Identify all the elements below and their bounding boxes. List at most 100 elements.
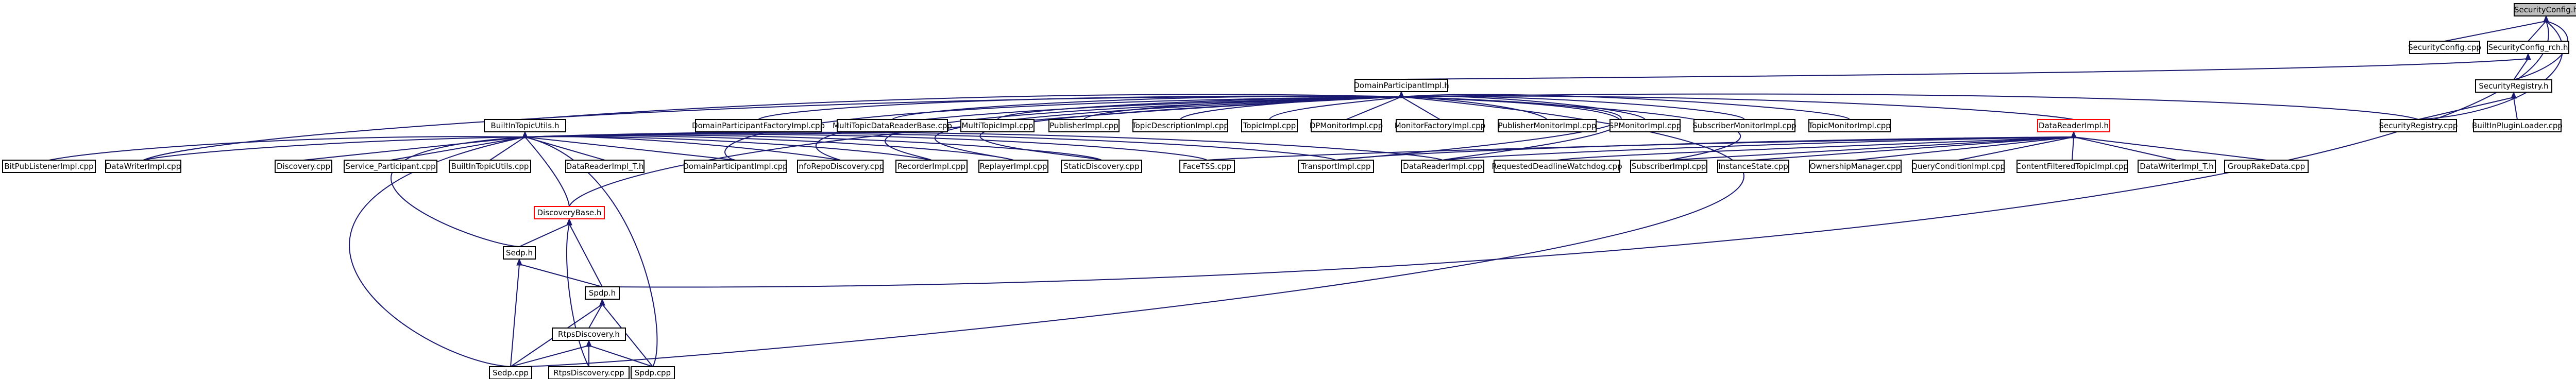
node-label: BuiltInTopicUtils.cpp [451,162,529,171]
graph-node-sedp-h[interactable]: Sedp.h [503,246,536,260]
graph-node-service-participant-cpp[interactable]: Service_Participant.cpp [344,160,437,173]
graph-node-monitorfactoryimpl-cpp[interactable]: MonitorFactoryImpl.cpp [1395,119,1486,132]
node-box [1809,160,1902,173]
graph-node-publisherimpl-cpp[interactable]: PublisherImpl.cpp [1048,119,1120,132]
graph-node-instancestate-cpp[interactable]: InstanceState.cpp [1717,160,1789,173]
graph-node-dpmonitorimpl-cpp[interactable]: DPMonitorImpl.cpp [1310,119,1383,132]
include-edge-line [510,96,1744,368]
include-edge-line [1401,96,1621,161]
graph-node-replayerimpl-cpp[interactable]: ReplayerImpl.cpp [978,160,1048,173]
node-label: BitPubListenerImpl.cpp [4,162,93,171]
node-label: RecorderImpl.cpp [897,162,965,171]
graph-node-datareaderimpl-cpp[interactable]: DataReaderImpl.cpp [1401,160,1484,173]
graph-node-transportimpl-cpp[interactable]: TransportImpl.cpp [1298,160,1374,173]
graph-node-datareaderimpl-h[interactable]: DataReaderImpl.h [2037,119,2110,132]
graph-node-multitopicdatareaderbase-cpp[interactable]: MultiTopicDataReaderBase.cpp [833,119,952,132]
include-edge-line [143,136,526,161]
graph-node-staticdiscovery-cpp[interactable]: StaticDiscovery.cpp [1061,160,1142,173]
include-edge [510,91,1744,368]
graph-node-topicimpl-cpp[interactable]: TopicImpl.cpp [1241,119,1298,132]
node-label: SecurityConfig.cpp [2408,43,2481,52]
graph-node-discoverybase-h[interactable]: DiscoveryBase.h [534,206,605,219]
include-edge-line [2528,21,2547,42]
node-label: DomainParticipantFactoryImpl.cpp [692,121,825,130]
include-edge [566,218,589,367]
graph-node-recorderimpl-cpp[interactable]: RecorderImpl.cpp [895,160,968,173]
node-box [275,160,332,173]
node-label: TopicDescriptionImpl.cpp [1131,121,1229,130]
node-label: SubscriberMonitorImpl.cpp [1692,121,1797,130]
graph-node-spdp-cpp[interactable]: Spdp.cpp [631,366,675,379]
graph-node-contentfilteredtopicimpl-cpp[interactable]: ContentFilteredTopicImpl.cpp [2016,160,2128,173]
graph-node-securityconfig-cpp[interactable]: SecurityConfig.cpp [2408,41,2481,54]
include-edge [586,339,653,367]
node-box [2475,79,2552,93]
node-box [1048,119,1120,132]
node-box [1808,119,1891,132]
graph-node-domainparticipantimpl-cpp[interactable]: DomainParticipantImpl.cpp [683,160,788,173]
graph-node-subscriberimpl-cpp[interactable]: SubscriberImpl.cpp [1630,160,1707,173]
graph-node-groupreakedata-cpp[interactable]: GroupRakeData.cpp [2224,160,2309,173]
include-edge-line [2073,136,2177,161]
graph-node-rtpsdiscovery-cpp[interactable]: RtpsDiscovery.cpp [548,366,630,379]
node-box [585,286,620,300]
graph-node-domainparticipantimpl-h[interactable]: DomainParticipantImpl.h [1353,79,1449,92]
node-box [2224,160,2309,173]
node-label: DataReaderImpl_T.h [566,162,644,171]
graph-node-requesteddeadlinewatchdog-cpp[interactable]: RequestedDeadlineWatchdog.cpp [1492,160,1622,173]
include-edge-line [524,133,1208,161]
include-edge-line [2418,21,2563,120]
node-label: InstanceState.cpp [1718,162,1788,171]
graph-node-builtinpluginloader-cpp[interactable]: BuiltInPluginLoader.cpp [2472,119,2563,132]
arrowhead [566,218,572,226]
include-edge-line [602,304,653,367]
graph-node-rtpsdiscovery-h[interactable]: RtpsDiscovery.h [552,328,626,341]
graph-node-bitpublistenerimpl-cpp[interactable]: BitPubListenerImpl.cpp [2,160,96,173]
include-edge-line [2073,136,2267,161]
graph-node-publishermonitorimpl-cpp[interactable]: PublisherMonitorImpl.cpp [1498,119,1597,132]
graph-node-builtintopicutils-h[interactable]: BuiltInTopicUtils.h [484,119,566,132]
node-label: Spdp.cpp [635,368,671,377]
graph-node-ownershipmanager-cpp[interactable]: OwnershipManager.cpp [1809,160,1902,173]
graph-node-sedp-cpp[interactable]: Sedp.cpp [489,366,532,379]
node-box [344,160,437,173]
graph-node-topicmonitorimpl-cpp[interactable]: TopicMonitorImpl.cpp [1808,119,1891,132]
arrowhead [2525,53,2531,60]
include-edge-line [1556,136,2074,161]
graph-node-domainparticipantfactoryimpl-cpp[interactable]: DomainParticipantFactoryImpl.cpp [692,119,825,132]
graph-node-topicdescriptionimpl-cpp[interactable]: TopicDescriptionImpl.cpp [1131,119,1229,132]
node-box [2380,119,2457,132]
node-box [1630,160,1707,173]
node-box [1298,160,1374,173]
graph-node-datawriterimpl-cpp[interactable]: DataWriterImpl.cpp [105,160,181,173]
graph-node-securityregistry-cpp[interactable]: SecurityRegistry.cpp [2379,119,2458,132]
node-label: SecurityConfig.h [2514,5,2576,14]
graph-node-discovery-cpp[interactable]: Discovery.cpp [275,160,332,173]
graph-node-spmonitorimpl-cpp[interactable]: SPMonitorImpl.cpp [1609,119,1681,132]
node-label: Sedp.cpp [493,368,529,377]
include-edge [2511,91,2518,120]
include-edge-line [1668,136,2074,161]
node-box [2016,160,2128,173]
graph-node-datawriterimpl-t-h[interactable]: DataWriterImpl_T.h [2138,160,2216,173]
include-edge [510,258,522,367]
graph-node-builtintopicutils-cpp[interactable]: BuiltInTopicUtils.cpp [449,160,531,173]
graph-node-datareaderimpl-t-h[interactable]: DataReaderImpl_T.h [565,160,645,173]
graph-node-securityconfig-h[interactable]: SecurityConfig.h [2514,3,2576,16]
include-edge-line [519,264,603,287]
node-box [2138,160,2216,173]
node-label: PublisherImpl.cpp [1049,121,1118,130]
include-edge-line [1207,136,2074,161]
graph-node-inforepodiscovery-cpp[interactable]: InfoRepoDiscovery.cpp [796,160,884,173]
node-box [1717,160,1789,173]
graph-node-facetss-cpp[interactable]: FaceTSS.cpp [1179,160,1235,173]
graph-node-securityconfig-rch-h[interactable]: SecurityConfig_rch.h [2487,41,2569,54]
graph-node-spdp-h[interactable]: Spdp.h [585,286,620,300]
node-label: Spdp.h [589,288,616,298]
node-label: DPMonitorImpl.cpp [1310,121,1383,130]
graph-node-multitopicimpl-cpp[interactable]: MultiTopicImpl.cpp [960,119,1035,132]
graph-node-securityregistry-h[interactable]: SecurityRegistry.h [2475,79,2552,93]
graph-node-queryconditionimpl-cpp[interactable]: QueryConditionImpl.cpp [1911,160,2005,173]
graph-node-subscribermonitorimpl-cpp[interactable]: SubscriberMonitorImpl.cpp [1692,119,1797,132]
